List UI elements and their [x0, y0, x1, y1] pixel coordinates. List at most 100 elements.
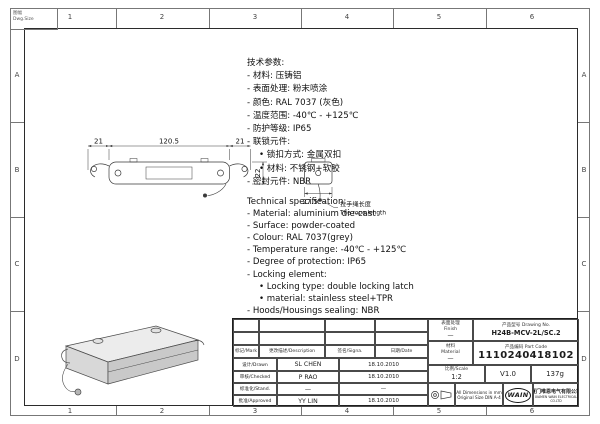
- zone-row: B: [14, 166, 20, 174]
- revision-cell: [233, 332, 259, 345]
- revision-cell: [233, 319, 259, 332]
- note-dimensions: All Dimensions in mm: [456, 389, 502, 395]
- frame-tick: [116, 8, 117, 28]
- spec-block-cn: 技术参数: - 材料: 压铸铝 - 表面处理: 粉末喷涂 - 颜色: RAL 7…: [247, 57, 358, 189]
- orthographic-views: 21 120.5 21 22 27.5 拉手绳长度 The rope lengt…: [87, 138, 386, 217]
- approval-date: 18.10.2010: [339, 371, 428, 383]
- spec-line: - 温度范围: -40℃ - +125℃: [247, 110, 359, 121]
- approval-date: —: [339, 383, 428, 395]
- frame-tick: [393, 8, 394, 28]
- frame-tick: [301, 8, 302, 28]
- revision-header-date: 日期/Date: [375, 345, 428, 358]
- frame-tick: [10, 122, 24, 123]
- spec-line: - Material: aluminium die-cast: [247, 209, 376, 220]
- title-block: 标记/Mark 更改描述/Description 签名/Signa. 日期/Da…: [232, 318, 579, 407]
- approval-role: 批准/Approved: [233, 395, 277, 407]
- frame-tick: [578, 122, 590, 123]
- approval-name: YY LIN: [277, 395, 339, 407]
- projection-symbol-cell: [428, 383, 455, 407]
- zone-col: 2: [159, 407, 165, 415]
- spec-line: - Temperature range: -40℃ - +125℃: [247, 245, 407, 256]
- spec-line: - Colour: RAL 7037(grey): [247, 233, 353, 244]
- zone-row: A: [581, 71, 587, 79]
- spec-line: - Surface: powder-coated: [247, 221, 356, 232]
- zone-col: 5: [436, 13, 442, 21]
- zone-row: A: [14, 71, 20, 79]
- outer-frame: [10, 8, 590, 416]
- spec-line: - 颜色: RAL 7037 (灰色): [247, 97, 344, 108]
- zone-col: 3: [252, 407, 258, 415]
- material-label-cn: 材料: [445, 344, 456, 350]
- projection-symbol-icon: [430, 390, 451, 400]
- spec-line: • Locking type: double locking latch: [259, 281, 414, 292]
- part-code-label-en: Part Code: [524, 344, 548, 350]
- approval-role: 标准化/Stand.: [233, 383, 277, 395]
- dimension-lines: [87, 144, 338, 208]
- zone-col: 4: [344, 13, 350, 21]
- approval-role: 审核/Checked: [233, 371, 277, 383]
- spec-block-en: Technical specification: - Material: alu…: [247, 196, 414, 317]
- revision-header-mark: 标记/Mark: [233, 345, 259, 358]
- frame-tick: [486, 406, 487, 416]
- dim-end-width: 27.5: [302, 198, 318, 206]
- finish-label-cn: 表面处理: [441, 321, 460, 327]
- spec-line: - 防护等级: IP65: [247, 124, 312, 135]
- end-view: [301, 158, 336, 202]
- frame-tick: [578, 217, 590, 218]
- zone-col: 6: [529, 407, 535, 415]
- spec-line: - Locking element:: [247, 269, 327, 280]
- drawing-no-label: 产品型号 Drawing No.: [502, 323, 550, 328]
- zone-col: 4: [344, 407, 350, 415]
- spec-title-en: Technical specification:: [247, 197, 347, 207]
- company-name-en: XIAMEN WAIN ELECTRICAL CO.LTD: [534, 394, 578, 403]
- zone-row: D: [581, 355, 587, 363]
- material-label-en: Material: [441, 349, 460, 355]
- approval-date: 18.10.2010: [339, 395, 428, 407]
- revision-cell: [259, 319, 325, 332]
- zone-row: D: [14, 355, 20, 363]
- version-cell: V1.0: [485, 365, 531, 383]
- spec-line: • 锁扣方式: 金属双扣: [259, 150, 342, 161]
- scale-cell: 比例/Scale 1:2: [428, 365, 485, 383]
- part-code-label: 产品编码 Part Code: [505, 345, 547, 350]
- dim-body-width: 120.5: [159, 138, 179, 146]
- material-value: —: [447, 354, 454, 362]
- rope-note-en: The rope length: [339, 211, 386, 217]
- sheet-corner-box: 图幅 Dwg.Size: [10, 8, 58, 30]
- frame-tick: [116, 406, 117, 416]
- corner-line2: Dwg.Size: [13, 17, 34, 22]
- spec-line: • 材料: 不锈钢+软胶: [259, 163, 340, 174]
- front-view: [90, 158, 249, 198]
- revision-cell: [325, 332, 375, 345]
- frame-tick: [209, 406, 210, 416]
- frame-tick: [10, 311, 24, 312]
- company-cell: 厦门唯恩电气有限公司 XIAMEN WAIN ELECTRICAL CO.LTD: [533, 383, 579, 407]
- logo-cell: WAIN: [503, 383, 533, 407]
- zone-row: B: [581, 166, 587, 174]
- scale-label: 比例/Scale: [444, 367, 469, 373]
- finish-cell: 表面处理 Finish —: [428, 319, 473, 341]
- approval-role: 设计/Drawn: [233, 358, 277, 371]
- spec-title-cn: 技术参数:: [247, 58, 285, 68]
- spec-line: - 联锁元件:: [247, 137, 291, 148]
- dim-left-latch: 21: [94, 138, 103, 146]
- zone-col: 5: [436, 407, 442, 415]
- corner-line1: 图幅: [13, 11, 22, 16]
- frame-tick: [578, 311, 590, 312]
- frame-tick: [209, 8, 210, 28]
- spec-line: • material: stainless steel+TPR: [259, 293, 394, 304]
- spec-line: - 密封元件: NBR: [247, 176, 312, 187]
- part-code-value: 1110240418102: [478, 350, 574, 362]
- zone-col: 6: [529, 13, 535, 21]
- frame-tick: [10, 217, 24, 218]
- notes-cell: All Dimensions in mm Original Size DIN A…: [455, 383, 503, 407]
- approval-date: 18.10.2010: [339, 358, 428, 371]
- scale-value: 1:2: [451, 372, 462, 381]
- spec-line: - 材料: 压铸铝: [247, 71, 302, 82]
- revision-cell: [259, 332, 325, 345]
- dim-height: 22: [254, 169, 262, 178]
- spec-line: - 表面处理: 粉末喷涂: [247, 84, 328, 95]
- material-cell: 材料 Material —: [428, 341, 473, 365]
- revision-header-description: 更改描述/Description: [259, 345, 325, 358]
- revision-cell: [325, 319, 375, 332]
